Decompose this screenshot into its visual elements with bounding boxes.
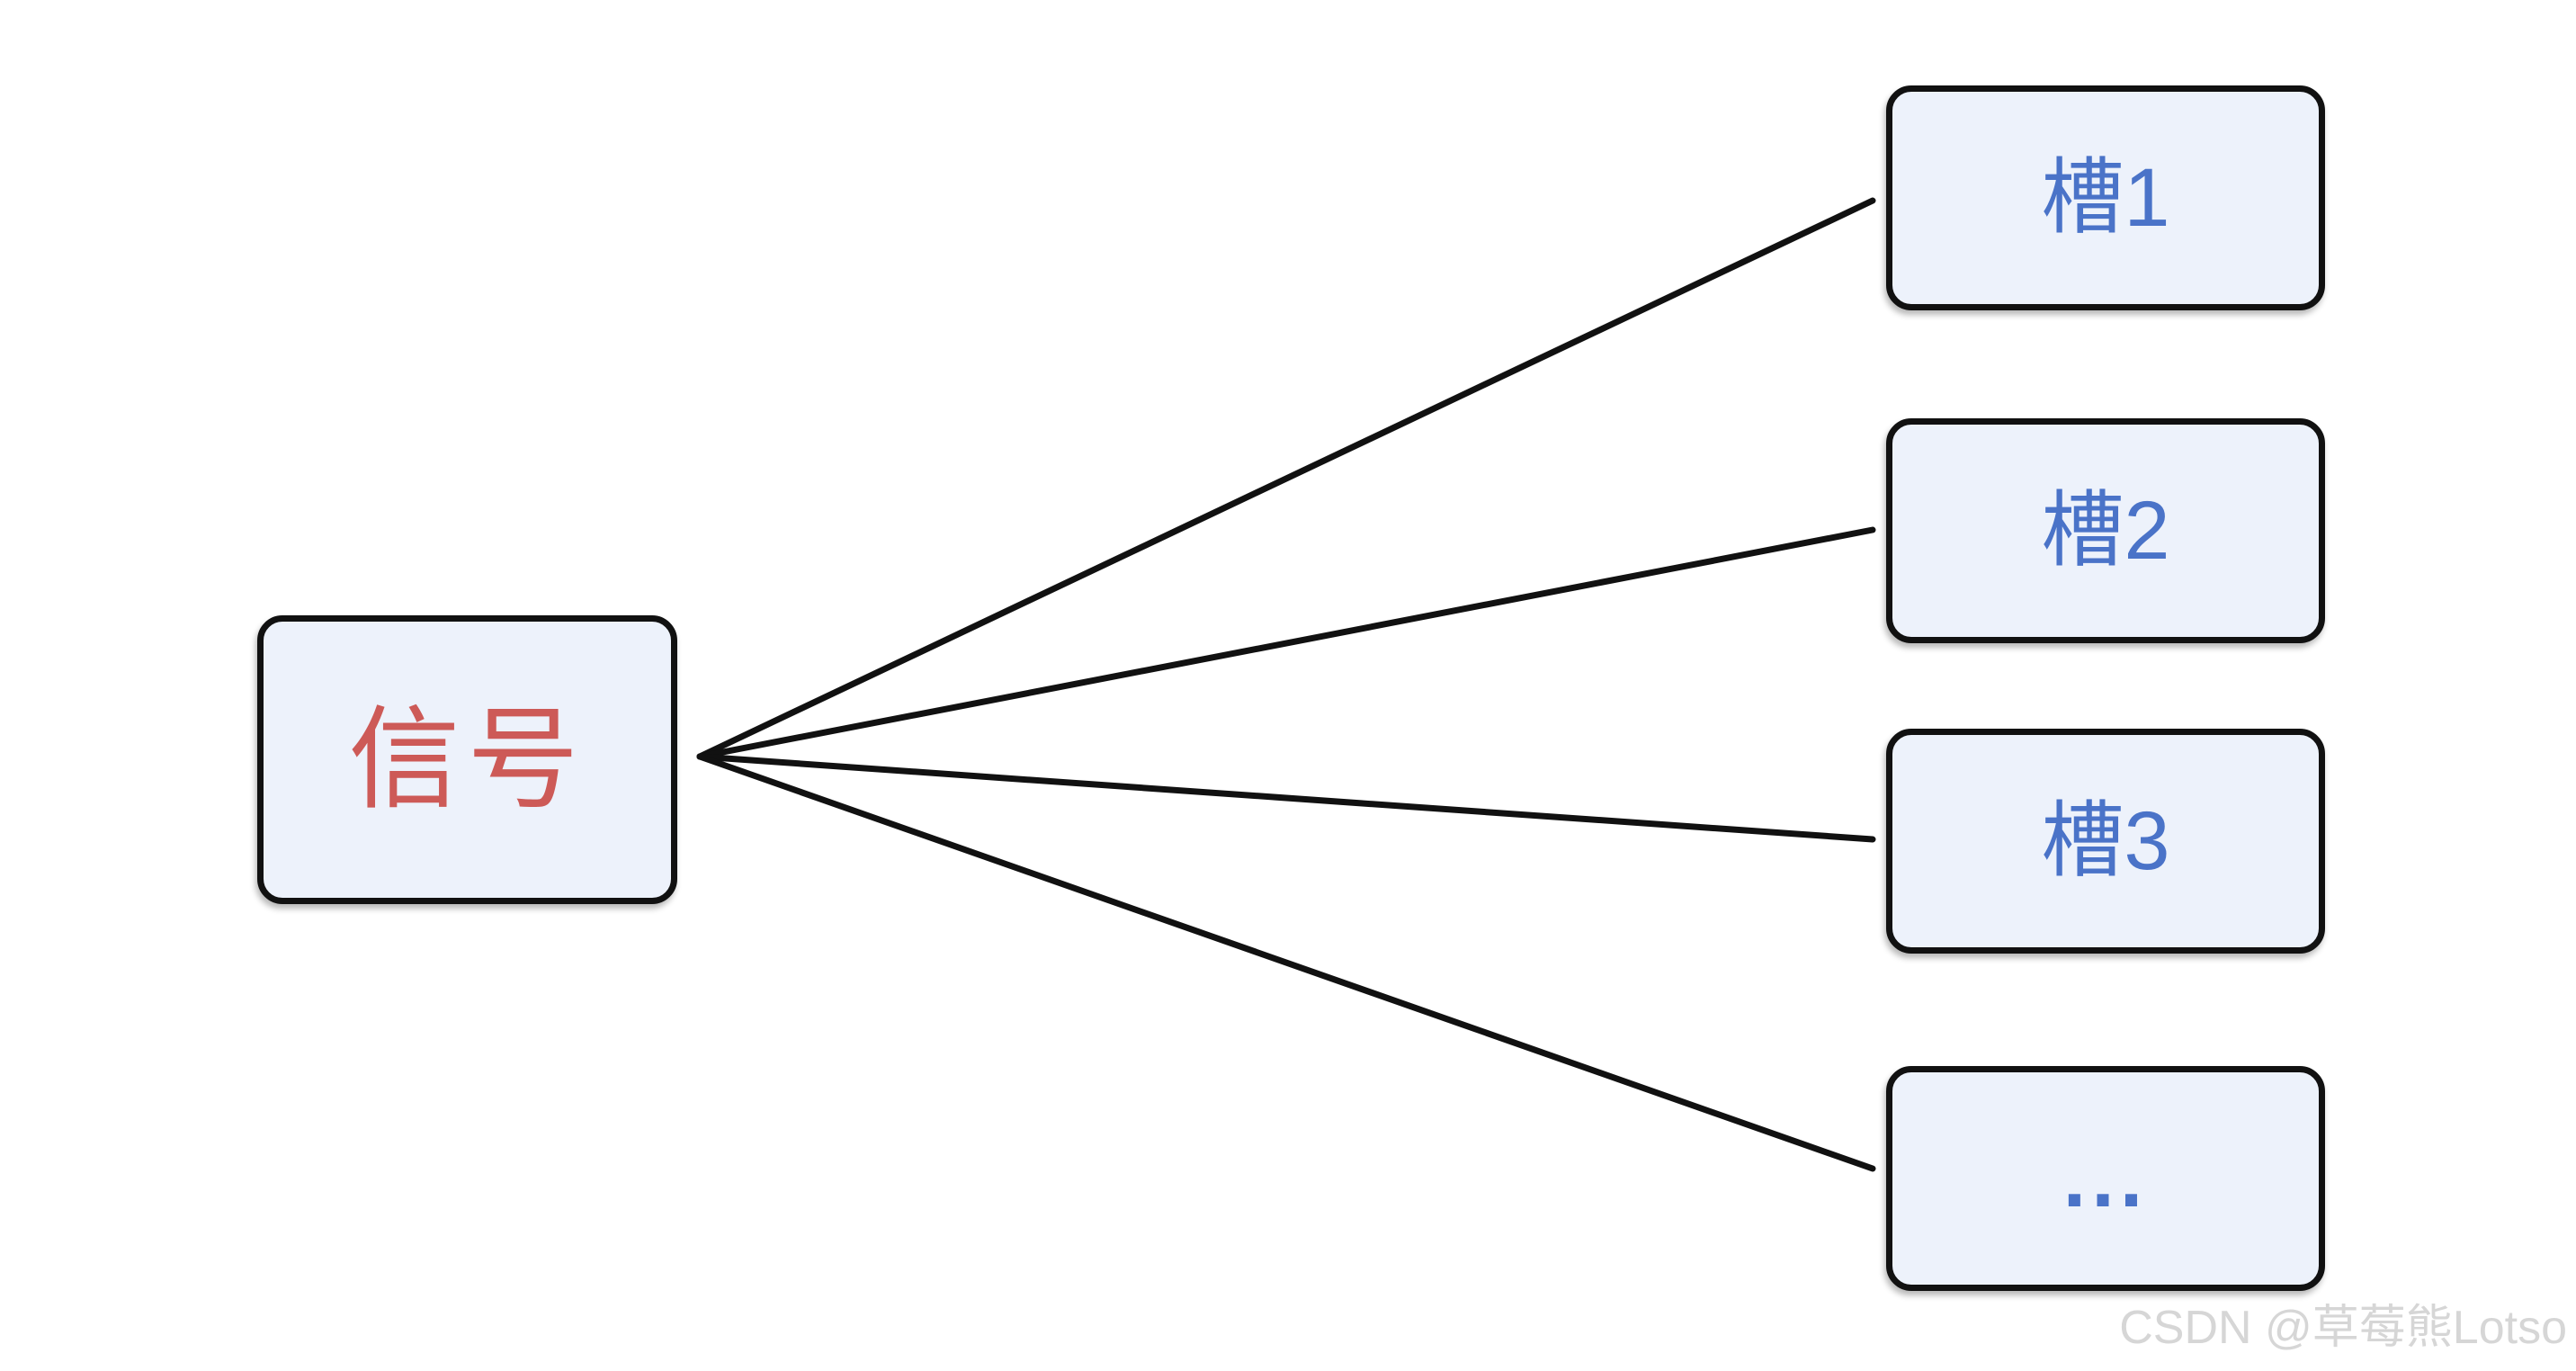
signal-node-label: 信号	[348, 697, 586, 822]
slot-node-3: 槽3	[1886, 729, 2325, 954]
signal-node: 信号	[257, 615, 677, 904]
slot-node-2: 槽2	[1886, 418, 2325, 643]
slot-node-ellipsis-label: ...	[2062, 1133, 2149, 1224]
connection-line-signal-slot1	[696, 197, 1876, 760]
slot-node-3-label: 槽3	[2041, 795, 2170, 887]
slot-node-1-label: 槽1	[2041, 152, 2170, 244]
slot-node-1: 槽1	[1886, 85, 2325, 310]
connection-line-signal-slot2	[696, 526, 1876, 760]
slot-node-2-label: 槽2	[2041, 485, 2170, 577]
slot-node-ellipsis: ...	[1886, 1066, 2325, 1291]
connection-line-signal-slot4	[696, 753, 1876, 1172]
connection-line-signal-slot3	[696, 753, 1876, 843]
csdn-watermark: CSDN @草莓熊Lotso	[2119, 1302, 2567, 1354]
